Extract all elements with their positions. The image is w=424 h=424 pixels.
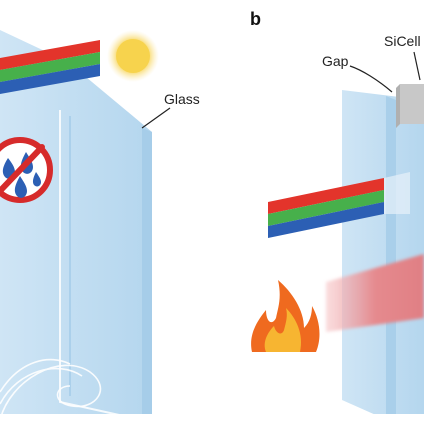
panel-b-letter: b bbox=[250, 9, 261, 29]
glass-pointer-line bbox=[141, 107, 171, 129]
sun-icon bbox=[107, 30, 159, 82]
panel-b bbox=[251, 51, 424, 424]
glass-label: Glass bbox=[164, 91, 200, 107]
no-water-drops-icon bbox=[0, 137, 53, 203]
gap-pointer-line bbox=[349, 65, 393, 93]
glass-edge-a bbox=[142, 128, 152, 424]
glass-pane-b bbox=[342, 90, 424, 424]
gap-label: Gap bbox=[322, 53, 349, 69]
sicell-block bbox=[396, 84, 424, 128]
sicell-pointer-line bbox=[413, 51, 421, 81]
rgb-light-beam-icon bbox=[0, 40, 100, 94]
panel-a bbox=[0, 30, 171, 424]
heat-beam-icon bbox=[326, 254, 424, 332]
glass-pane-a bbox=[0, 30, 152, 424]
flame-icon bbox=[251, 280, 320, 352]
sicell-label: SiCell bbox=[384, 33, 421, 49]
swirl-pattern bbox=[0, 358, 102, 421]
rgb-light-beam-b bbox=[268, 172, 410, 238]
